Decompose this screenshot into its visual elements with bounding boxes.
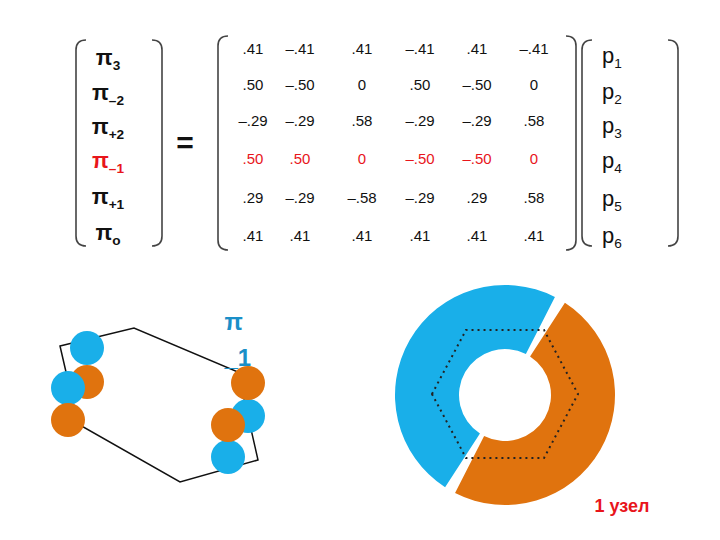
matrix-cell: .41 [467,41,488,56]
orbital-lobe [51,403,85,437]
matrix-cell: –.58 [347,190,376,205]
vector-entry: π–2 [92,82,124,104]
matrix-cell: –.29 [285,190,314,205]
subscript: 6 [614,236,622,251]
vector-entry: π+1 [92,186,124,208]
bracket [76,40,86,246]
subscript: 1 [614,56,622,71]
subscript: 4 [614,161,622,176]
bracket [218,36,228,250]
symbol: π [92,114,109,139]
bracket [566,36,576,250]
vector-entry: π3 [96,47,120,69]
matrix-cell: .29 [243,190,264,205]
subscript: 3 [614,126,622,141]
vector-entry: p3 [602,115,622,137]
orbital-lobe [211,440,245,474]
symbol: π [95,220,112,245]
vector-entry: πo [95,222,120,244]
symbol: π [92,80,109,105]
matrix-cell: .50 [290,151,311,166]
orbital-lobe [51,371,85,405]
vector-entry: π–1 [92,150,124,172]
matrix-cell: .41 [243,41,264,56]
brackets [76,36,678,250]
subscript: +2 [109,127,125,142]
orbital-lobe [231,366,265,400]
dotted-hexagon [432,330,578,458]
vector-entry: p6 [602,225,622,247]
matrix-cell: .41 [524,228,545,243]
symbol: p [602,186,614,211]
matrix-cell: .41 [410,228,431,243]
symbol: p [602,113,614,138]
symbol: π [92,148,109,173]
vector-entry: π+2 [92,116,124,138]
symbol: π [96,45,113,70]
ring-half [395,285,555,487]
orbital-lobe [70,331,104,365]
matrix-cell: –.29 [405,113,434,128]
matrix-cell: –.29 [405,190,434,205]
matrix-cell: .41 [243,228,264,243]
orbital-lobe [211,408,245,442]
symbol: p [602,148,614,173]
matrix-cell: –.50 [405,151,434,166]
bracket [152,40,162,246]
matrix-cell: .41 [290,228,311,243]
subscript: +1 [109,197,125,212]
symbol: p [602,79,614,104]
subscript: 5 [614,199,622,214]
matrix-cell: .58 [524,190,545,205]
matrix-cell: .41 [467,228,488,243]
subscript: 2 [614,92,622,107]
matrix-cell: 0 [530,151,538,166]
symbol: π [92,184,109,209]
matrix-cell: –.29 [285,113,314,128]
node-count: 1 узел [595,497,650,515]
equals-sign: = [176,128,194,158]
bracket [668,40,678,246]
vector-entry: p4 [602,150,622,172]
matrix-cell: 0 [358,77,366,92]
matrix-cell: .50 [243,77,264,92]
matrix-cell: .58 [524,113,545,128]
matrix-cell: –.50 [462,151,491,166]
matrix-cell: –.50 [462,77,491,92]
node-ring [395,285,615,505]
matrix-cell: 0 [530,77,538,92]
vector-entry: p1 [602,45,622,67]
subscript: –1 [109,161,124,176]
matrix-cell: .29 [467,190,488,205]
subscript: 3 [113,58,121,73]
subscript: o [112,233,120,248]
matrix-cell: –.41 [519,41,548,56]
matrix-cell: –.50 [285,77,314,92]
vector-entry: p2 [602,81,622,103]
matrix-cell: –.41 [285,41,314,56]
vector-entry: p5 [602,188,622,210]
bracket [582,40,592,246]
matrix-cell: –.29 [238,113,267,128]
matrix-cell: .41 [352,41,373,56]
matrix-cell: .50 [243,151,264,166]
matrix-cell: .41 [352,228,373,243]
symbol: p [602,223,614,248]
matrix-cell: .58 [352,113,373,128]
symbol: p [602,43,614,68]
matrix-cell: 0 [358,151,366,166]
matrix-cell: –.41 [405,41,434,56]
subscript: –2 [109,93,124,108]
matrix-cell: –.29 [462,113,491,128]
matrix-cell: .50 [410,77,431,92]
orbital-label: π_1 [224,304,255,376]
